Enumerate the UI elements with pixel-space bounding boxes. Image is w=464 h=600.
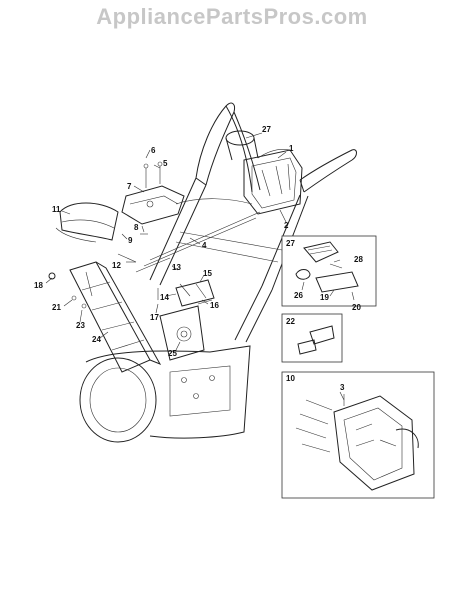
callout-5: 5 <box>163 159 168 168</box>
hardware <box>48 233 213 309</box>
chute-deflector <box>55 202 119 243</box>
callout-27: 27 <box>262 125 271 134</box>
callout-13: 13 <box>172 263 181 272</box>
callout-24: 24 <box>92 335 101 344</box>
control-rods <box>135 198 261 273</box>
discharge-chute <box>69 261 162 373</box>
callout-23: 23 <box>76 321 85 330</box>
callout-16: 16 <box>210 301 219 310</box>
callout-12: 12 <box>112 261 121 270</box>
callout-19: 19 <box>320 293 329 302</box>
callout-21: 21 <box>52 303 61 312</box>
watermark: AppliancePartsPros.com <box>96 4 368 29</box>
inset-box-22 <box>281 313 343 363</box>
callout-18: 18 <box>34 281 43 290</box>
callout-6: 6 <box>151 146 156 155</box>
callout-22: 22 <box>286 317 295 326</box>
callout-8: 8 <box>134 223 139 232</box>
shift-housing <box>225 130 303 215</box>
callout-17: 17 <box>150 313 159 322</box>
callout-2: 2 <box>284 221 289 230</box>
inset-box-27 <box>281 235 377 307</box>
callout-14: 14 <box>160 293 169 302</box>
inset-box-10 <box>281 371 435 499</box>
callout-7: 7 <box>127 182 132 191</box>
callout-11: 11 <box>52 205 61 214</box>
callout-9: 9 <box>128 236 133 245</box>
callout-27-box: 27 <box>286 239 295 248</box>
crank-bracket <box>159 279 215 361</box>
callout-25: 25 <box>168 349 177 358</box>
auger-housing <box>79 345 251 443</box>
callout-4: 4 <box>202 241 207 250</box>
callout-1: 1 <box>289 144 294 153</box>
callout-labels: 27 1 2 3 4 5 6 7 8 9 10 11 12 13 14 15 1… <box>34 125 363 392</box>
callout-20: 20 <box>352 303 361 312</box>
chute-cover <box>121 161 185 225</box>
callout-15: 15 <box>203 269 212 278</box>
callout-10: 10 <box>286 374 295 383</box>
callout-3: 3 <box>340 383 345 392</box>
callout-26: 26 <box>294 291 303 300</box>
callout-28: 28 <box>354 255 363 264</box>
leader-lines <box>45 132 355 401</box>
